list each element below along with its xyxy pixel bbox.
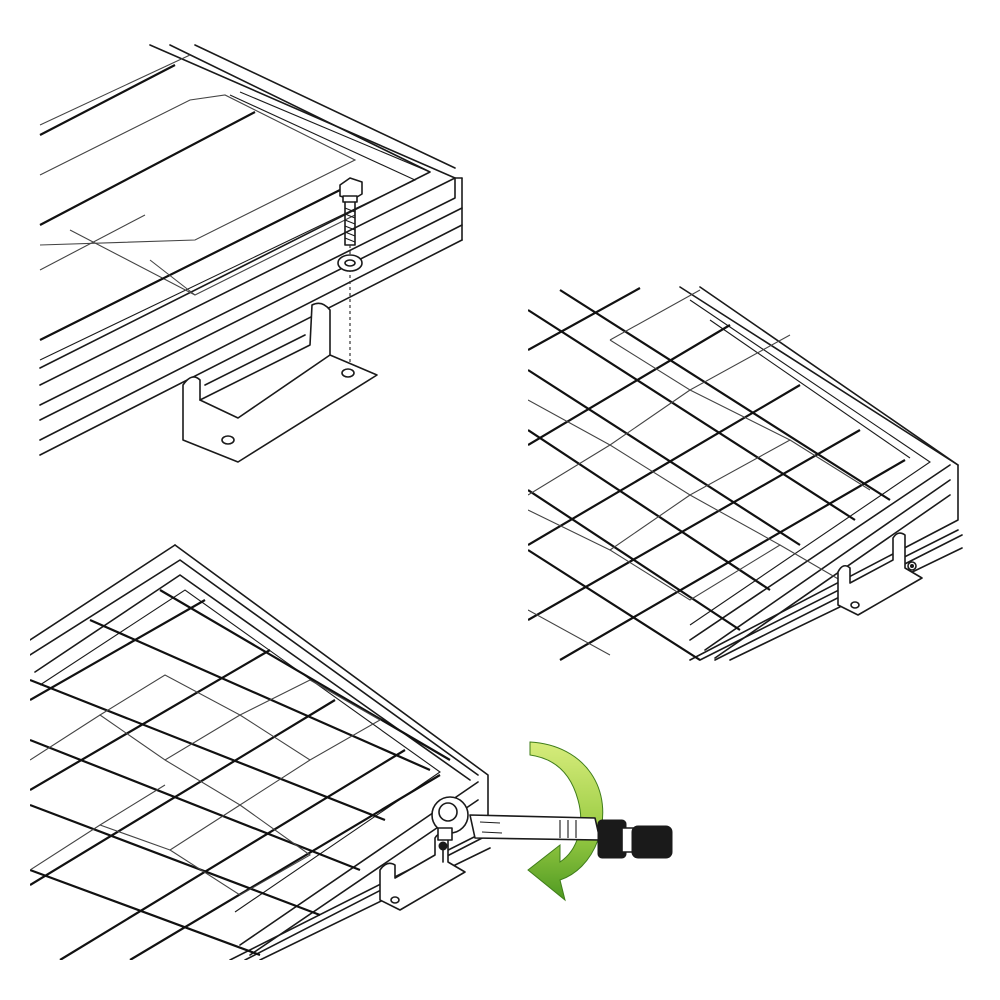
z-bracket-icon [182, 302, 378, 463]
panel-bolt-insertion [39, 44, 463, 463]
washer-icon [337, 254, 363, 272]
mounted-z-bracket-3 [379, 832, 466, 911]
hex-bolt-icon [339, 177, 363, 246]
solar-cells-2 [528, 287, 906, 661]
solar-cells-1 [39, 54, 357, 341]
torque-wrench-icon [431, 796, 673, 863]
mounted-z-bracket [837, 532, 923, 616]
solar-panel-frame-1 [39, 44, 463, 456]
solar-cells-3 [30, 589, 451, 960]
solar-panel-frame-2 [679, 286, 963, 661]
panel-mounted-bracket [528, 286, 963, 661]
panel-tightening [30, 544, 491, 960]
rotation-arrow-icon [527, 741, 604, 902]
